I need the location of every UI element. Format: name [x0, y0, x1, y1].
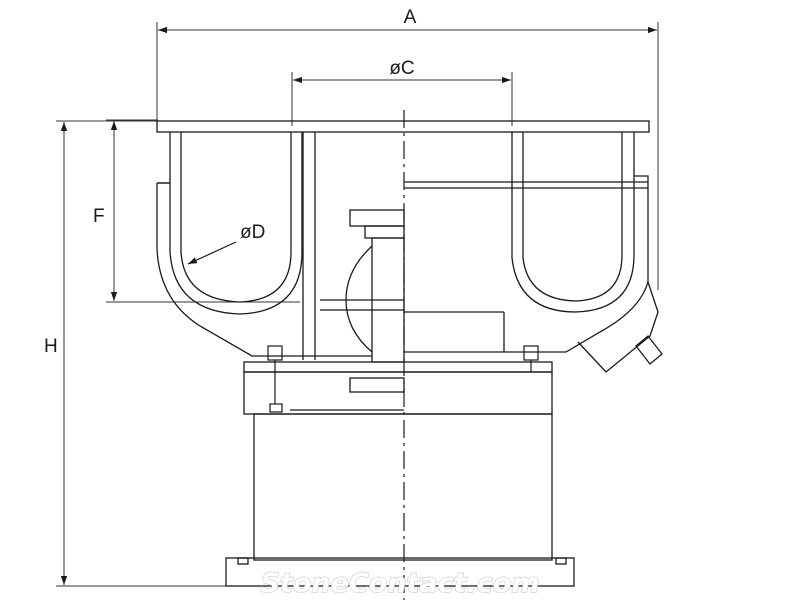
bolt-head: [523, 345, 539, 361]
bowl-track-left-inner: [180, 132, 292, 303]
foot-bolt: [237, 557, 249, 565]
leader-line-d: [187, 241, 237, 265]
bowl: [156, 120, 663, 373]
label-a: A: [404, 7, 417, 28]
foot-bolt: [555, 557, 567, 565]
bowl-track-right-inner: [522, 132, 623, 302]
hub-collar: [364, 225, 405, 239]
dimension-c: [291, 72, 513, 126]
dimension-a: [156, 22, 659, 290]
dimension-f: [106, 119, 300, 303]
label-h: H: [44, 336, 58, 357]
bolt-head: [267, 345, 283, 361]
base-top-plate: [243, 361, 553, 373]
watermark-text: StoneContact.com: [260, 568, 539, 599]
base-cabinet: [253, 413, 553, 561]
hub-curve: [345, 245, 373, 353]
bowl-rim-flange: [156, 120, 650, 133]
bowl-track-left: [169, 132, 303, 315]
base-foot-plate: [225, 557, 575, 587]
bowl-track-right: [511, 132, 635, 313]
bowl-shell-right: [504, 175, 649, 353]
drive-base: [225, 361, 575, 587]
label-d: øD: [240, 222, 265, 243]
hub-bolt: [349, 209, 405, 227]
drive-bracket: [349, 377, 405, 393]
label-c: øC: [389, 58, 414, 79]
bowl-shell-left: [156, 182, 300, 357]
bolt-nut: [269, 403, 283, 413]
outlet-spout: [577, 281, 659, 373]
outlet-nozzle: [635, 335, 663, 365]
mount-bolts: [267, 345, 539, 413]
dimension-h: [56, 120, 226, 587]
label-f: F: [93, 206, 105, 227]
